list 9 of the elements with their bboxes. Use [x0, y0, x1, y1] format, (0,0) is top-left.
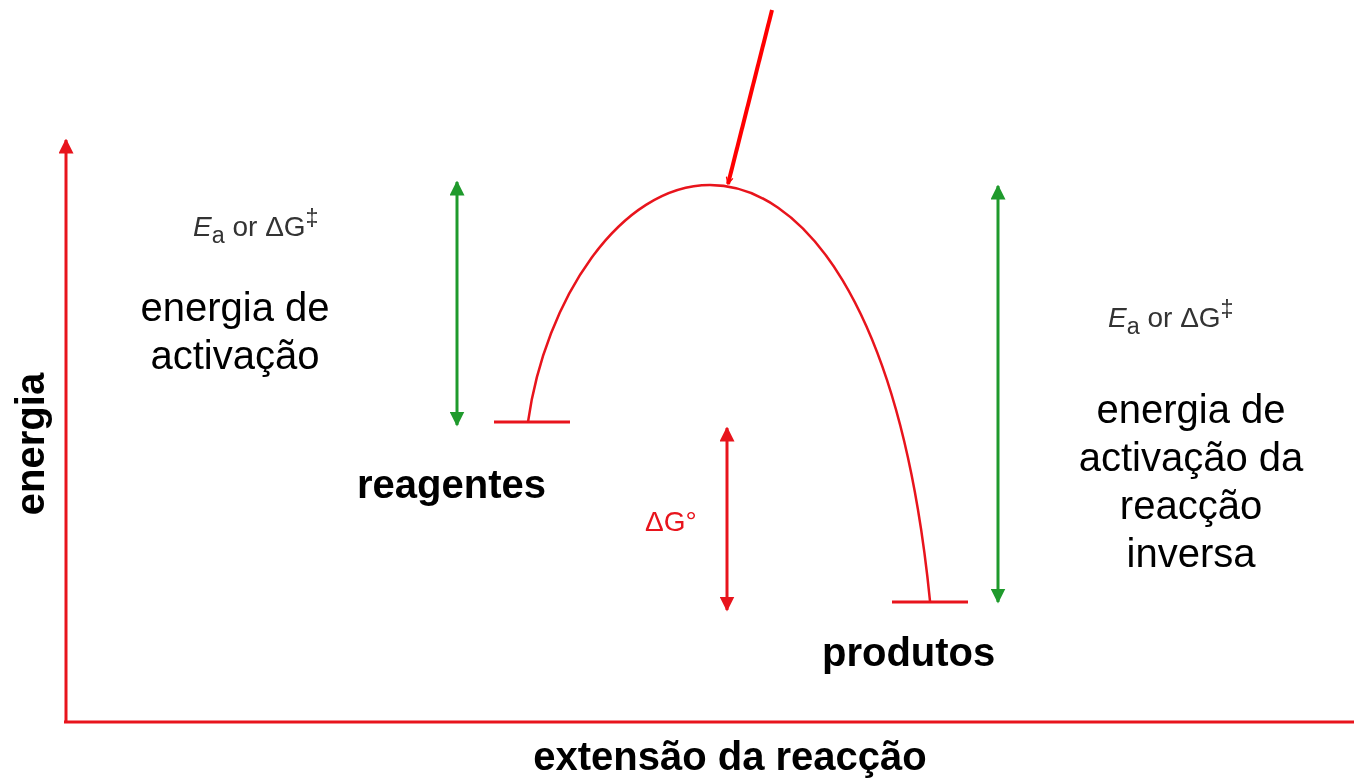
axis-title: energia	[7, 371, 53, 518]
axis-title: extensão da reacção	[532, 733, 928, 780]
symbol-label: ΔG°	[645, 505, 698, 539]
level-label: produtos	[822, 629, 997, 676]
symbol-label: E$_{a}$ or ΔG$^{‡}$	[1108, 296, 1235, 341]
symbol-label: E$_{a}$ or ΔG$^{‡}$	[193, 205, 320, 250]
annotation-text: energia de activação da reacção inversa	[1077, 386, 1305, 577]
level-label: reagentes	[357, 461, 547, 508]
annotation-text: energia de activação	[139, 284, 331, 379]
